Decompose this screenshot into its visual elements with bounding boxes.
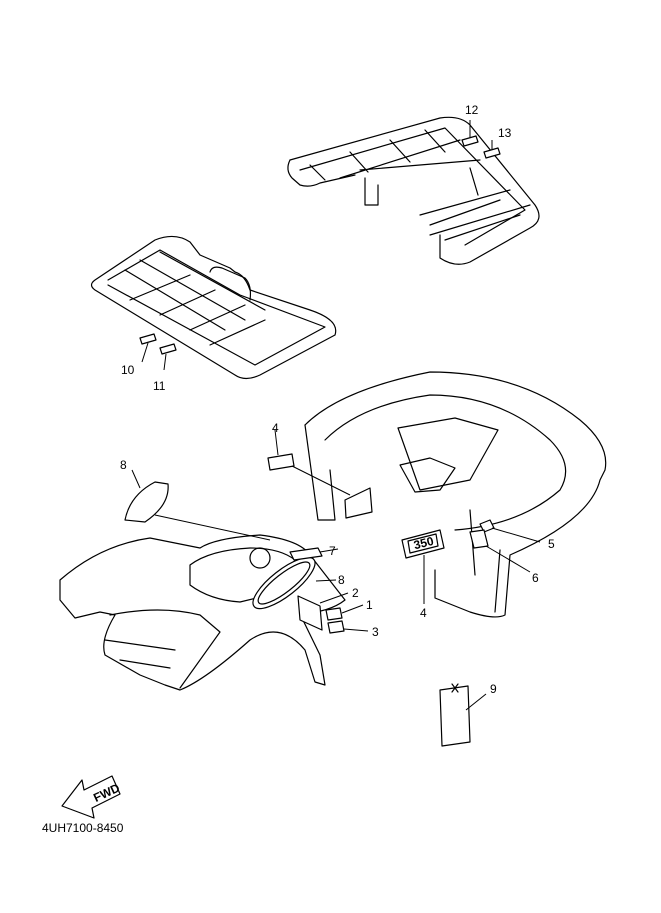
decal-4-upper — [267, 453, 295, 471]
emblem-8 — [252, 556, 316, 610]
callout-10: 10 — [121, 363, 135, 377]
callout-4-upper: 4 — [272, 421, 279, 435]
callout-2: 2 — [352, 586, 359, 600]
callout-8-upper: 8 — [120, 458, 127, 472]
decal-3 — [327, 620, 345, 634]
badge-350 — [401, 529, 445, 559]
decal-7 — [289, 547, 323, 561]
callout-11: 11 — [153, 379, 166, 393]
decal-1 — [325, 607, 343, 621]
callout-8-lower: 8 — [338, 573, 345, 587]
emblem-8-loose — [124, 481, 169, 523]
callout-6: 6 — [532, 571, 539, 585]
part-code: 4UH7100-8450 — [42, 821, 124, 835]
decal-2 — [297, 595, 323, 631]
callout-5: 5 — [548, 537, 555, 551]
decal-10 — [139, 333, 157, 345]
badge-text: 350 — [412, 534, 435, 553]
decal-11 — [159, 343, 177, 355]
warning-label-9 — [439, 685, 471, 747]
decal-5 — [479, 519, 495, 533]
front-carrier — [90, 235, 337, 380]
rear-fender — [304, 371, 607, 618]
decal-13 — [483, 147, 501, 159]
callout-4-lower: 4 — [420, 606, 427, 620]
rear-carrier — [287, 116, 540, 265]
callout-9: 9 — [490, 682, 497, 696]
callout-7: 7 — [329, 544, 336, 558]
fwd-arrow-icon: FWD — [61, 775, 122, 819]
callout-12: 12 — [465, 103, 479, 117]
decal-12 — [461, 135, 479, 147]
decal-6 — [469, 529, 489, 549]
callout-13: 13 — [498, 126, 512, 140]
callout-1: 1 — [366, 598, 373, 612]
callout-3: 3 — [372, 625, 379, 639]
